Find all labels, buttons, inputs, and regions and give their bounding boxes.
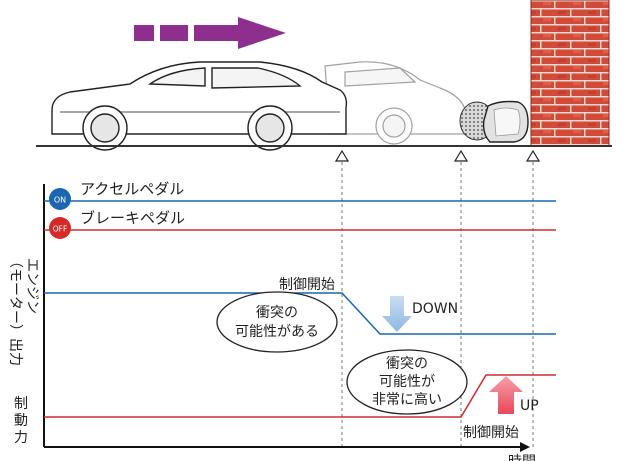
svg-text:OFF: OFF (53, 225, 68, 234)
svg-text:（モーター）出力: （モーター）出力 (7, 254, 23, 366)
obstacle (459, 100, 529, 143)
brick-wall (530, 0, 610, 147)
svg-text:可能性が: 可能性が (379, 374, 435, 390)
motion-arrow (134, 17, 286, 49)
car (51, 61, 348, 151)
engine-output-line (44, 292, 556, 335)
svg-text:可能性がある: 可能性がある (235, 324, 319, 340)
time-axis-arrow-icon (520, 442, 530, 452)
up-arrow-icon (489, 376, 523, 414)
brake-force-axis-label: 制 動 力 (14, 396, 28, 446)
bubble-collision-high: 衝突の 可能性が 非常に高い (346, 349, 468, 415)
svg-text:力: 力 (14, 430, 28, 446)
up-label: UP (520, 398, 539, 414)
accel-pedal-label: アクセルペダル (80, 180, 184, 198)
svg-text:衝突の: 衝突の (386, 356, 428, 372)
off-badge: OFF (49, 217, 71, 239)
svg-text:衝突の: 衝突の (256, 305, 298, 321)
graph-axes (43, 184, 522, 448)
ghost-car (324, 61, 467, 145)
bubble-collision-possible: 衝突の 可能性がある (216, 291, 338, 353)
svg-text:非常に高い: 非常に高い (372, 391, 442, 408)
time-axis-label: 時間 (508, 454, 536, 461)
brake-force-line (44, 374, 556, 418)
svg-text:動: 動 (14, 413, 28, 429)
brake-pedal-label: ブレーキペダル (80, 209, 185, 227)
engine-axis-label: エンジン （モーター）出力 (7, 254, 40, 366)
svg-text:制: 制 (14, 396, 28, 412)
down-arrow-icon (382, 296, 412, 332)
svg-text:ON: ON (54, 196, 66, 205)
svg-text:エンジン: エンジン (24, 258, 40, 314)
control-start-label-2: 制御開始 (463, 425, 519, 441)
event-markers (334, 149, 541, 162)
on-badge: ON (49, 188, 71, 210)
down-label: DOWN (412, 301, 458, 317)
control-start-label: 制御開始 (279, 277, 335, 293)
